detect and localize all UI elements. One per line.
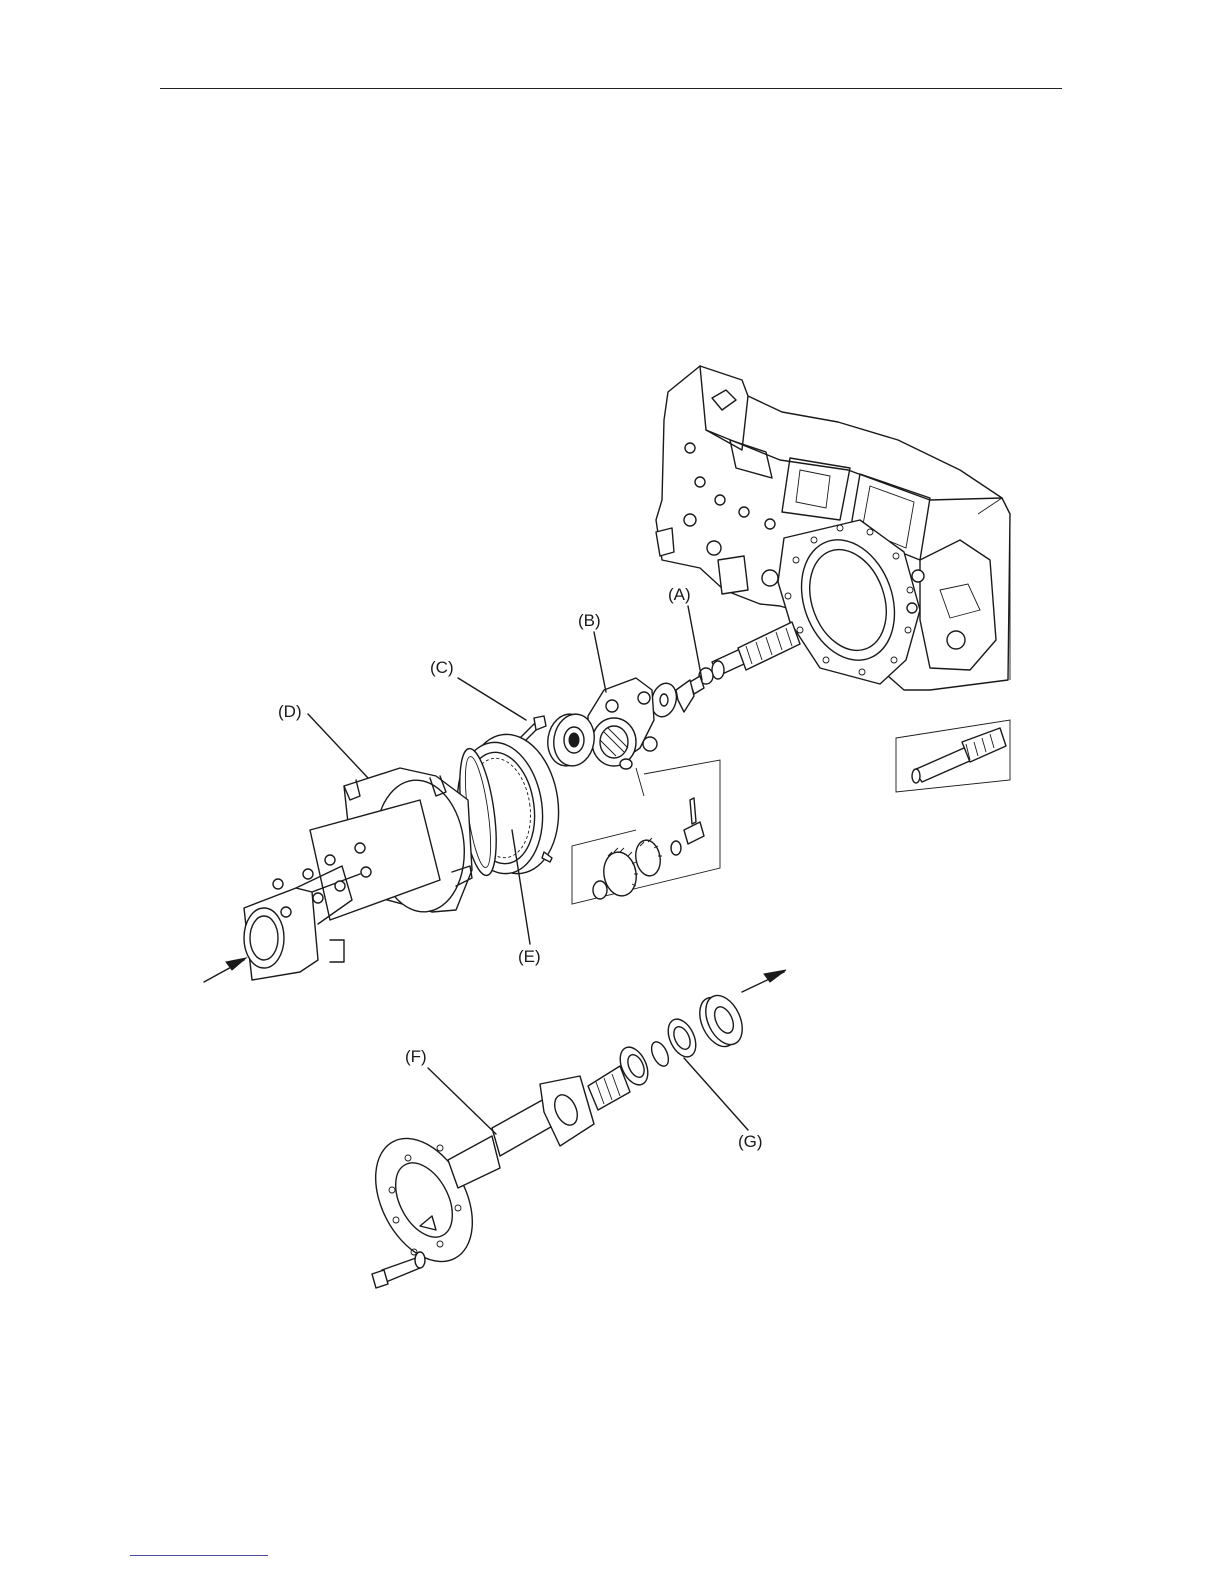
- transmission-case: [656, 366, 1010, 690]
- callout-a: (A): [668, 585, 691, 604]
- callout-b: (B): [578, 611, 601, 630]
- leader-g: [684, 1058, 748, 1130]
- callout-c: (C): [430, 658, 454, 677]
- seal-bearing-set: [615, 990, 750, 1090]
- axle-shaft-upper: [690, 622, 800, 694]
- planetary-carrier: [588, 678, 657, 769]
- callout-d: (D): [278, 702, 302, 721]
- flange-bolt: [372, 1252, 425, 1288]
- callout-e: (E): [518, 947, 541, 966]
- thrust-washer: [648, 680, 694, 720]
- leader-a: [688, 606, 702, 680]
- callout-f: (F): [405, 1047, 427, 1066]
- planet-gear-detail: [572, 760, 720, 904]
- rear-axle-housing: [244, 768, 472, 980]
- callout-g: (G): [738, 1132, 763, 1151]
- leader-c: [458, 678, 526, 720]
- leader-b: [594, 632, 606, 692]
- leader-d: [308, 714, 368, 778]
- axle-shaft-lower: [356, 1066, 630, 1278]
- leader-f: [428, 1068, 496, 1134]
